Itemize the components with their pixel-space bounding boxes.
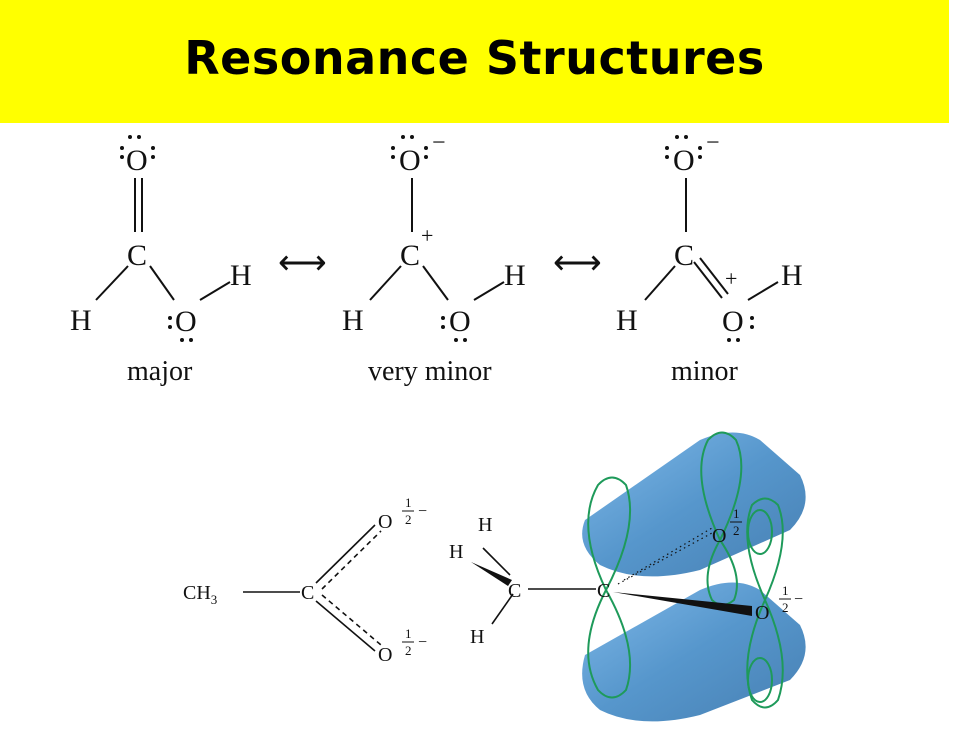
partial-negative-charge: − [418, 634, 427, 651]
resonance-structure-major: O C H O H major [70, 135, 252, 387]
atom-hydrogen-left: H [342, 304, 364, 337]
atom-carbon-methyl: C [508, 580, 521, 602]
formal-charge-minus: − [432, 130, 446, 156]
atom-oxygen-bottom: O [378, 644, 392, 666]
atom-methyl-group: CH3 [183, 582, 217, 607]
atom-hydrogen: H [449, 541, 463, 563]
acetate-delocalized-structure: CH3 C O 1 2 − O 1 2 − [183, 495, 427, 666]
atom-carbon: C [400, 239, 420, 272]
fraction-denominator: 2 [733, 523, 740, 538]
atom-oxygen-top: O [399, 144, 421, 177]
resonance-structure-very-minor: O − C + H O H very minor [342, 130, 526, 387]
wedge-bond [471, 562, 512, 586]
page-title: Resonance Structures [184, 31, 765, 85]
wedge-bond-o [613, 592, 752, 616]
fraction-denominator: 2 [782, 600, 789, 615]
fraction-numerator: 1 [782, 583, 789, 598]
fraction-numerator: 1 [733, 506, 740, 521]
atom-carbon-carboxyl: C [597, 580, 610, 602]
partial-negative-charge: − [794, 591, 803, 608]
atom-oxygen-right: O [755, 602, 769, 624]
structure-label-minor: minor [671, 356, 739, 387]
fraction-denominator: 2 [405, 643, 412, 658]
structure-label-very-minor: very minor [368, 356, 492, 387]
atom-oxygen-top: O [378, 511, 392, 533]
atom-oxygen-top: O [126, 144, 148, 177]
structure-label-major: major [127, 356, 193, 387]
atom-hydrogen-right: H [781, 259, 803, 292]
atom-hydrogen: H [478, 514, 492, 536]
orbital-model: H H C H C O 1 2 O 1 2 − [449, 431, 806, 722]
atom-oxygen-lower: O [175, 305, 197, 338]
atom-oxygen-lower: O [449, 305, 471, 338]
atom-oxygen-top: O [673, 144, 695, 177]
title-banner: Resonance Structures [0, 0, 949, 123]
partial-negative-charge: − [418, 503, 427, 520]
formal-charge-plus: + [421, 223, 433, 248]
resonance-arrow-1: ⟷ [278, 245, 327, 282]
fraction-numerator: 1 [405, 626, 412, 641]
atom-hydrogen: H [470, 626, 484, 648]
atom-hydrogen-right: H [230, 259, 252, 292]
fraction-numerator: 1 [405, 495, 412, 510]
pi-cloud-lower [582, 582, 806, 722]
atom-hydrogen-right: H [504, 259, 526, 292]
atom-carbon: C [301, 582, 314, 604]
fraction-denominator: 2 [405, 512, 412, 527]
formal-charge-minus: − [706, 130, 720, 156]
atom-hydrogen-left: H [616, 304, 638, 337]
resonance-arrow-2: ⟷ [553, 245, 602, 282]
p-orbital-outlines [587, 431, 784, 709]
atom-carbon: C [674, 239, 694, 272]
atom-oxygen-top: O [712, 525, 726, 547]
atom-hydrogen-left: H [70, 304, 92, 337]
atom-oxygen-lower: O [722, 305, 744, 338]
resonance-structure-minor: O − C H + O H minor [616, 130, 803, 387]
atom-carbon: C [127, 239, 147, 272]
formal-charge-plus: + [725, 266, 737, 291]
pi-cloud-upper [582, 432, 806, 577]
